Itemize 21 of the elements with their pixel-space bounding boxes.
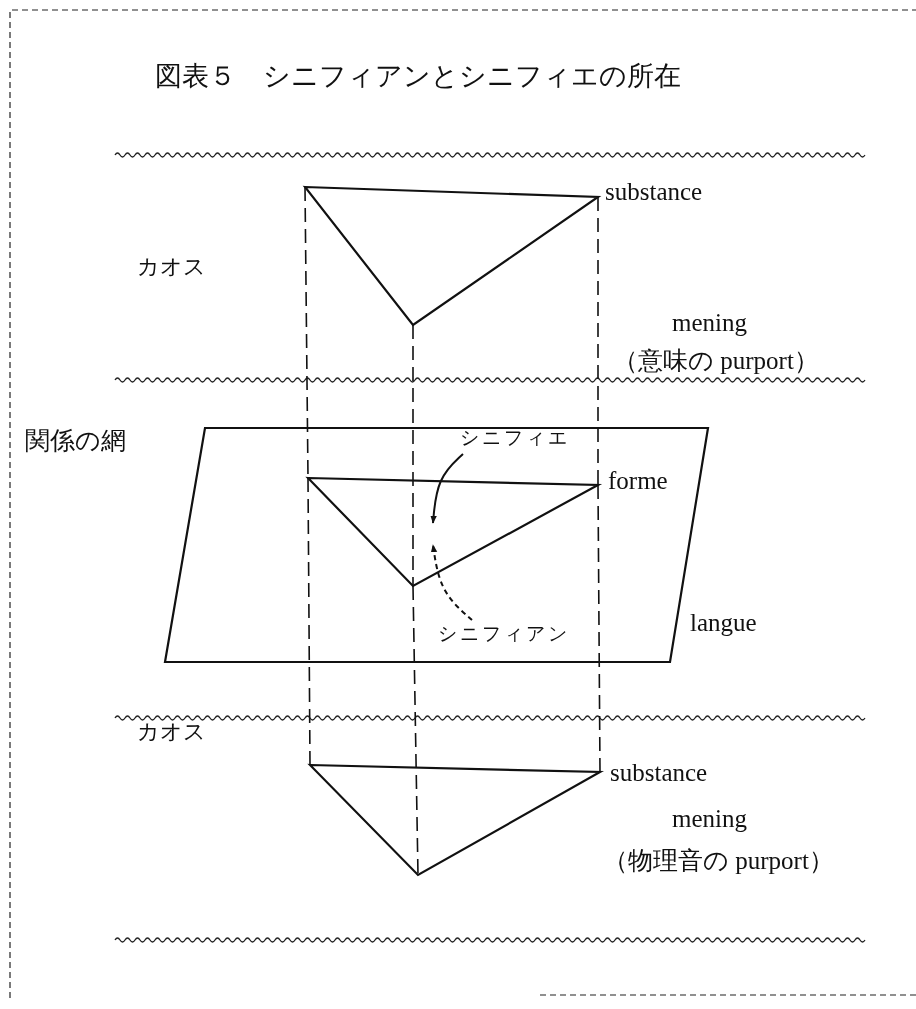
meaning-label: （物理音の purport） xyxy=(603,848,834,873)
triangle-label: substance xyxy=(610,760,708,785)
dashed-projection-line xyxy=(412,324,414,587)
region-label: カオス xyxy=(137,721,206,743)
curved-arrow xyxy=(430,544,473,621)
arrow-label: シニフィアン xyxy=(438,624,570,643)
meaning-label: mening xyxy=(672,310,747,335)
dashed-projection-line xyxy=(597,196,599,486)
triangle-label: substance xyxy=(605,179,703,204)
figure-title: 図表５ シニフィアンとシニフィエの所在 xyxy=(155,62,681,89)
plane-heading: 関係の網 xyxy=(25,428,126,453)
plane-label: langue xyxy=(690,610,757,635)
dashed-projection-line xyxy=(307,477,311,766)
meaning-label: mening xyxy=(672,806,747,831)
dashed-projection-line xyxy=(412,585,419,876)
arrow-label: シニフィエ xyxy=(460,428,570,447)
triangle-label: forme xyxy=(608,468,668,493)
dashed-projection-line xyxy=(597,484,601,773)
curved-arrow xyxy=(430,453,464,524)
region-label: カオス xyxy=(137,256,206,278)
meaning-label: （意味の purport） xyxy=(613,348,819,373)
